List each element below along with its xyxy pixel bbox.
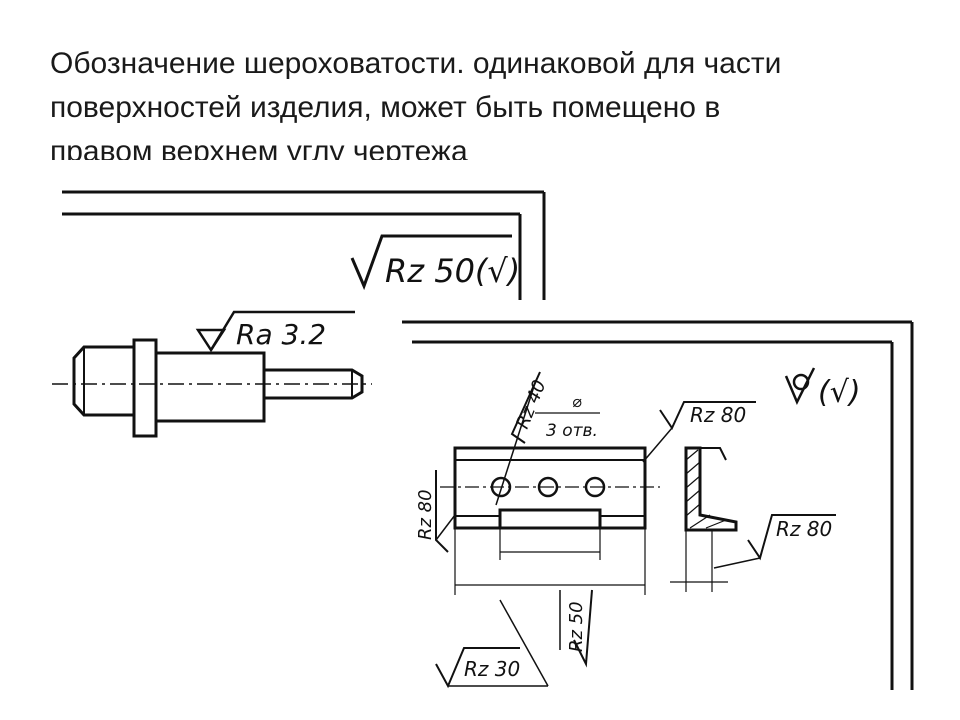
heading-line-2: поверхностей изделия, может быть помещен… (50, 91, 721, 124)
hole-3 (584, 476, 606, 498)
left-corner-mark: Rz 50(√) (385, 252, 520, 290)
mark-rz50: Rz 50 (566, 601, 587, 652)
left-surface-mark: Ra 3.2 (236, 318, 326, 351)
leader-rz80-top (642, 427, 673, 463)
right-sheet (402, 300, 922, 700)
right-corner-mark: (√) (818, 375, 861, 410)
left-drawing: Rz 50(√) Ra 3.2 (52, 190, 546, 438)
leader-rz40 (495, 379, 537, 506)
hole-diameter-label: ⌀ (572, 392, 582, 411)
section-flange (700, 447, 727, 461)
shaft-collar (132, 338, 158, 438)
hole-1 (490, 476, 512, 498)
mark-rz80-top: Rz 80 (690, 403, 746, 427)
rz50-check-icon (573, 589, 593, 668)
rz80-right-check-icon (747, 514, 836, 561)
leader-rz80-right (713, 557, 761, 569)
rz40-check-icon (510, 371, 541, 444)
hole-2 (537, 476, 559, 498)
part-tab (498, 508, 602, 530)
leader-rz30 (499, 599, 549, 687)
heading-line-3: правом верхнем углу чертежа (50, 135, 468, 160)
section-hatch (685, 449, 727, 529)
slide-heading: Обозначение шероховатости. одинаковой дл… (50, 42, 930, 160)
right-drawing: (√) Rz 40 ⌀ 3 от (402, 300, 922, 700)
rz80-top-check-icon (659, 401, 756, 431)
mark-rz30: Rz 30 (464, 657, 520, 681)
corner-check-icon (784, 367, 816, 405)
shaft-tip (264, 368, 364, 400)
hole-count-label: 3 отв. (546, 421, 598, 441)
shaft-body (154, 351, 266, 423)
heading-line-1: Обозначение шероховатости. одинаковой дл… (50, 47, 782, 80)
left-corner-check-icon (350, 234, 512, 291)
surface-check-icon (209, 310, 355, 351)
leader-rz80-left (435, 514, 456, 541)
mark-rz80-left: Rz 80 (415, 489, 436, 540)
rz30-check-icon (435, 647, 520, 689)
mark-rz80-right: Rz 80 (776, 517, 832, 541)
